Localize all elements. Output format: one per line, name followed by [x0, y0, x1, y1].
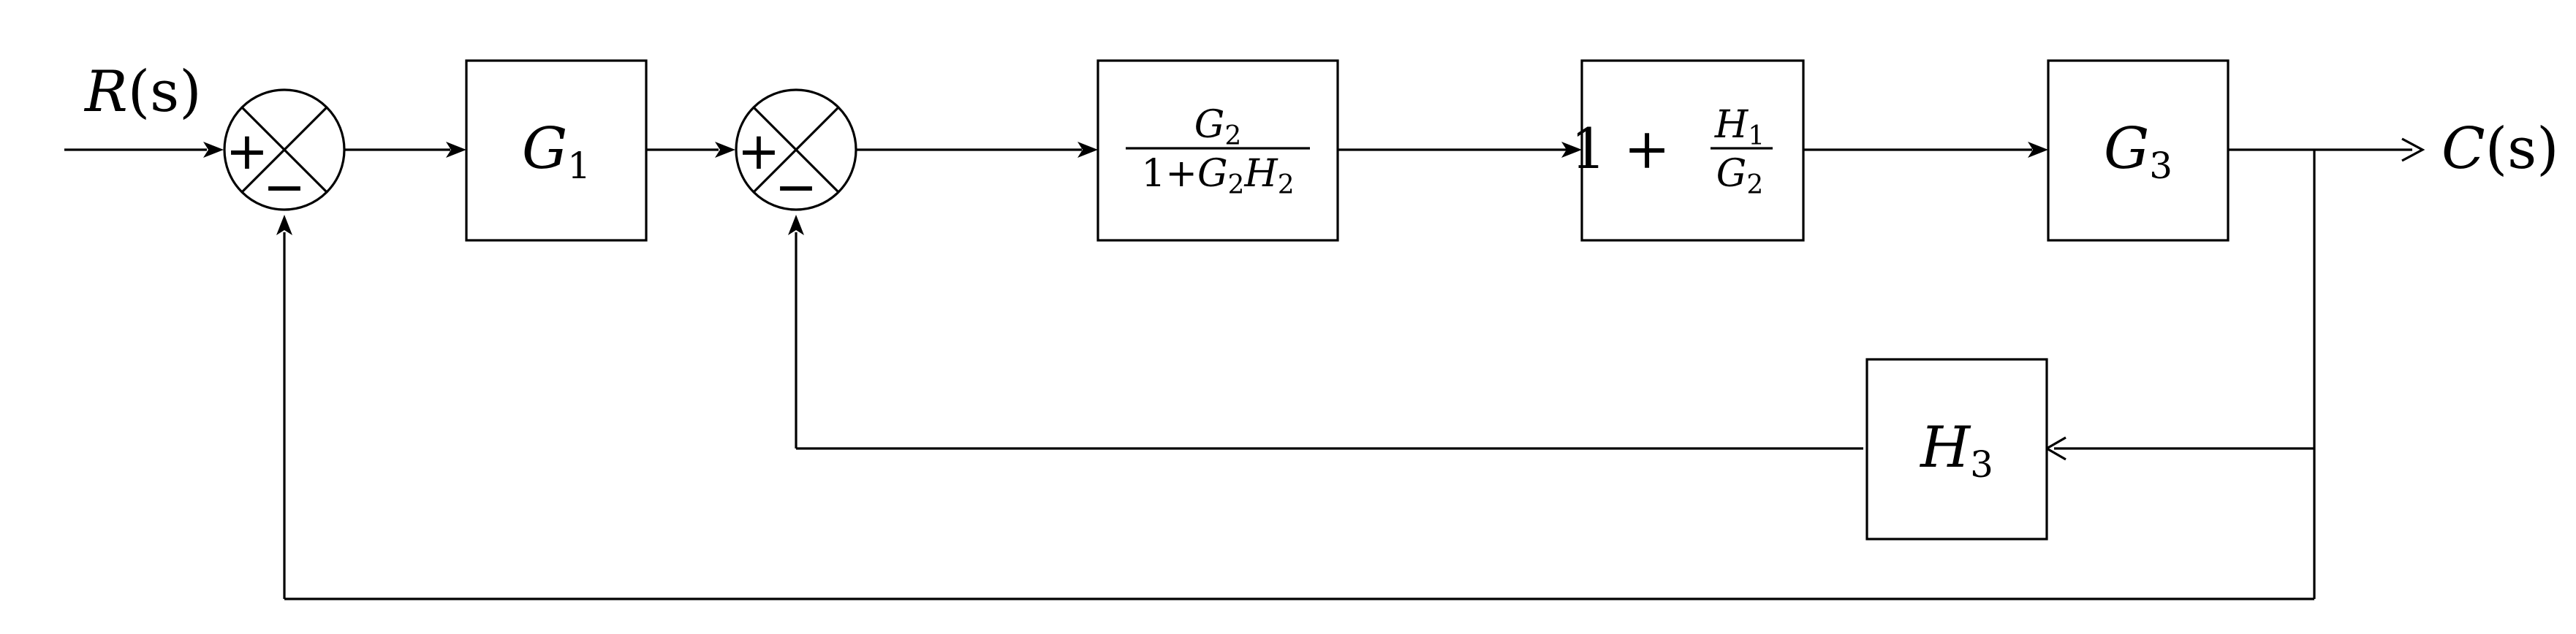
input-signal-arg: (s) [128, 59, 202, 125]
block-g2-closed-loop: G2 1+G2H2 [1096, 59, 1339, 242]
block-h1-numerator: H1 [1714, 103, 1765, 151]
output-signal-label: C(s) [2441, 116, 2559, 182]
block-g1: G1 [465, 59, 648, 242]
block-g1-label: G1 [522, 116, 591, 187]
block-g3: G3 [2047, 59, 2230, 242]
arrowhead-into-h1block [1561, 142, 1582, 158]
block-h1-one-plus: 1 + [1571, 116, 1670, 181]
sum2-minus-sign: − [775, 157, 818, 217]
output-signal-arg: (s) [2485, 116, 2559, 182]
input-signal-var: R [83, 59, 128, 125]
summing-junction-2: + − [735, 88, 857, 217]
block-g3-label: G3 [2104, 116, 2172, 187]
input-signal-label: R(s) [83, 59, 202, 125]
arrowhead-into-sum1-from-below [276, 215, 292, 235]
output-signal-var: C [2441, 116, 2485, 182]
summing-junction-1: + − [223, 88, 346, 217]
arrowhead-into-sum2 [715, 142, 735, 158]
block-h3-label: H3 [1919, 415, 1993, 486]
block-h1-denominator: G2 [1716, 152, 1763, 200]
sum2-plus-sign: + [738, 121, 781, 181]
sum1-minus-sign: − [263, 157, 306, 217]
arrowhead-into-sum1 [203, 142, 224, 158]
block-g2-denominator: 1+G2H2 [1141, 152, 1294, 200]
sum1-plus-sign: + [226, 121, 269, 181]
arrowhead-into-g3 [2028, 142, 2048, 158]
block-h3: H3 [1865, 358, 2048, 541]
block-g2-numerator: G2 [1194, 103, 1241, 151]
arrowhead-output [2401, 137, 2425, 162]
arrowhead-into-sum2-from-below [788, 215, 804, 235]
arrowhead-into-g1 [446, 142, 466, 158]
arrowhead-into-g2block [1077, 142, 1098, 158]
block-h1-feedforward: 1 + H1 G2 [1571, 59, 1805, 242]
